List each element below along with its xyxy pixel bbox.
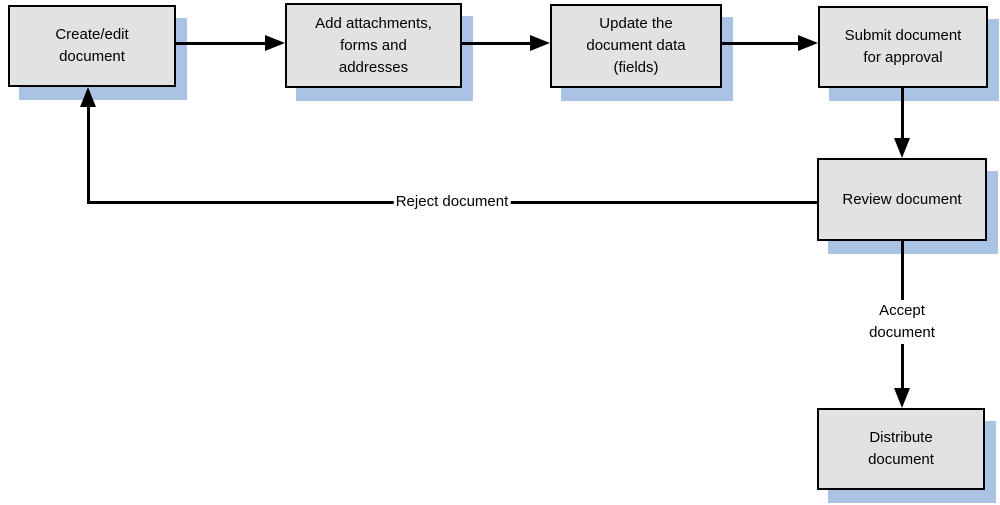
- edge-create-to-add-line: [176, 42, 267, 45]
- node-label-distribute-document: Distribute document: [868, 429, 934, 468]
- node-label-review-document: Review document: [842, 190, 962, 208]
- flow-node-add-attachments: Add attachments, forms and addresses: [285, 3, 462, 88]
- edge-reject-vertical-line: [87, 104, 90, 204]
- edge-reject-arrowhead: [80, 87, 96, 107]
- edge-update-to-submit-arrowhead: [798, 35, 818, 51]
- node-label-submit-for-approval: Submit document for approval: [844, 27, 962, 66]
- edge-submit-to-review-arrowhead: [894, 138, 910, 158]
- flow-node-submit-for-approval: Submit document for approval: [818, 6, 988, 88]
- flow-node-create-edit-document: Create/edit document: [8, 5, 176, 87]
- flow-node-review-document: Review document: [817, 158, 987, 241]
- flow-node-distribute-document: Distribute document: [817, 408, 985, 490]
- edge-create-to-add-arrowhead: [265, 35, 285, 51]
- edge-update-to-submit-line: [722, 42, 800, 45]
- node-label-add-attachments: Add attachments, forms and addresses: [315, 14, 432, 76]
- edge-label-reject-document: Reject document: [393, 191, 511, 213]
- node-label-update-document-data: Update the document data (fields): [586, 15, 686, 76]
- edge-submit-to-review-line: [901, 88, 904, 140]
- flow-node-update-document-data: Update the document data (fields): [550, 4, 722, 88]
- edge-add-to-update-arrowhead: [530, 35, 550, 51]
- edge-accept-arrowhead: [894, 388, 910, 408]
- edge-label-accept-document: Accept document: [867, 300, 937, 344]
- edge-add-to-update-line: [462, 42, 532, 45]
- node-label-create-edit-document: Create/edit document: [55, 26, 129, 65]
